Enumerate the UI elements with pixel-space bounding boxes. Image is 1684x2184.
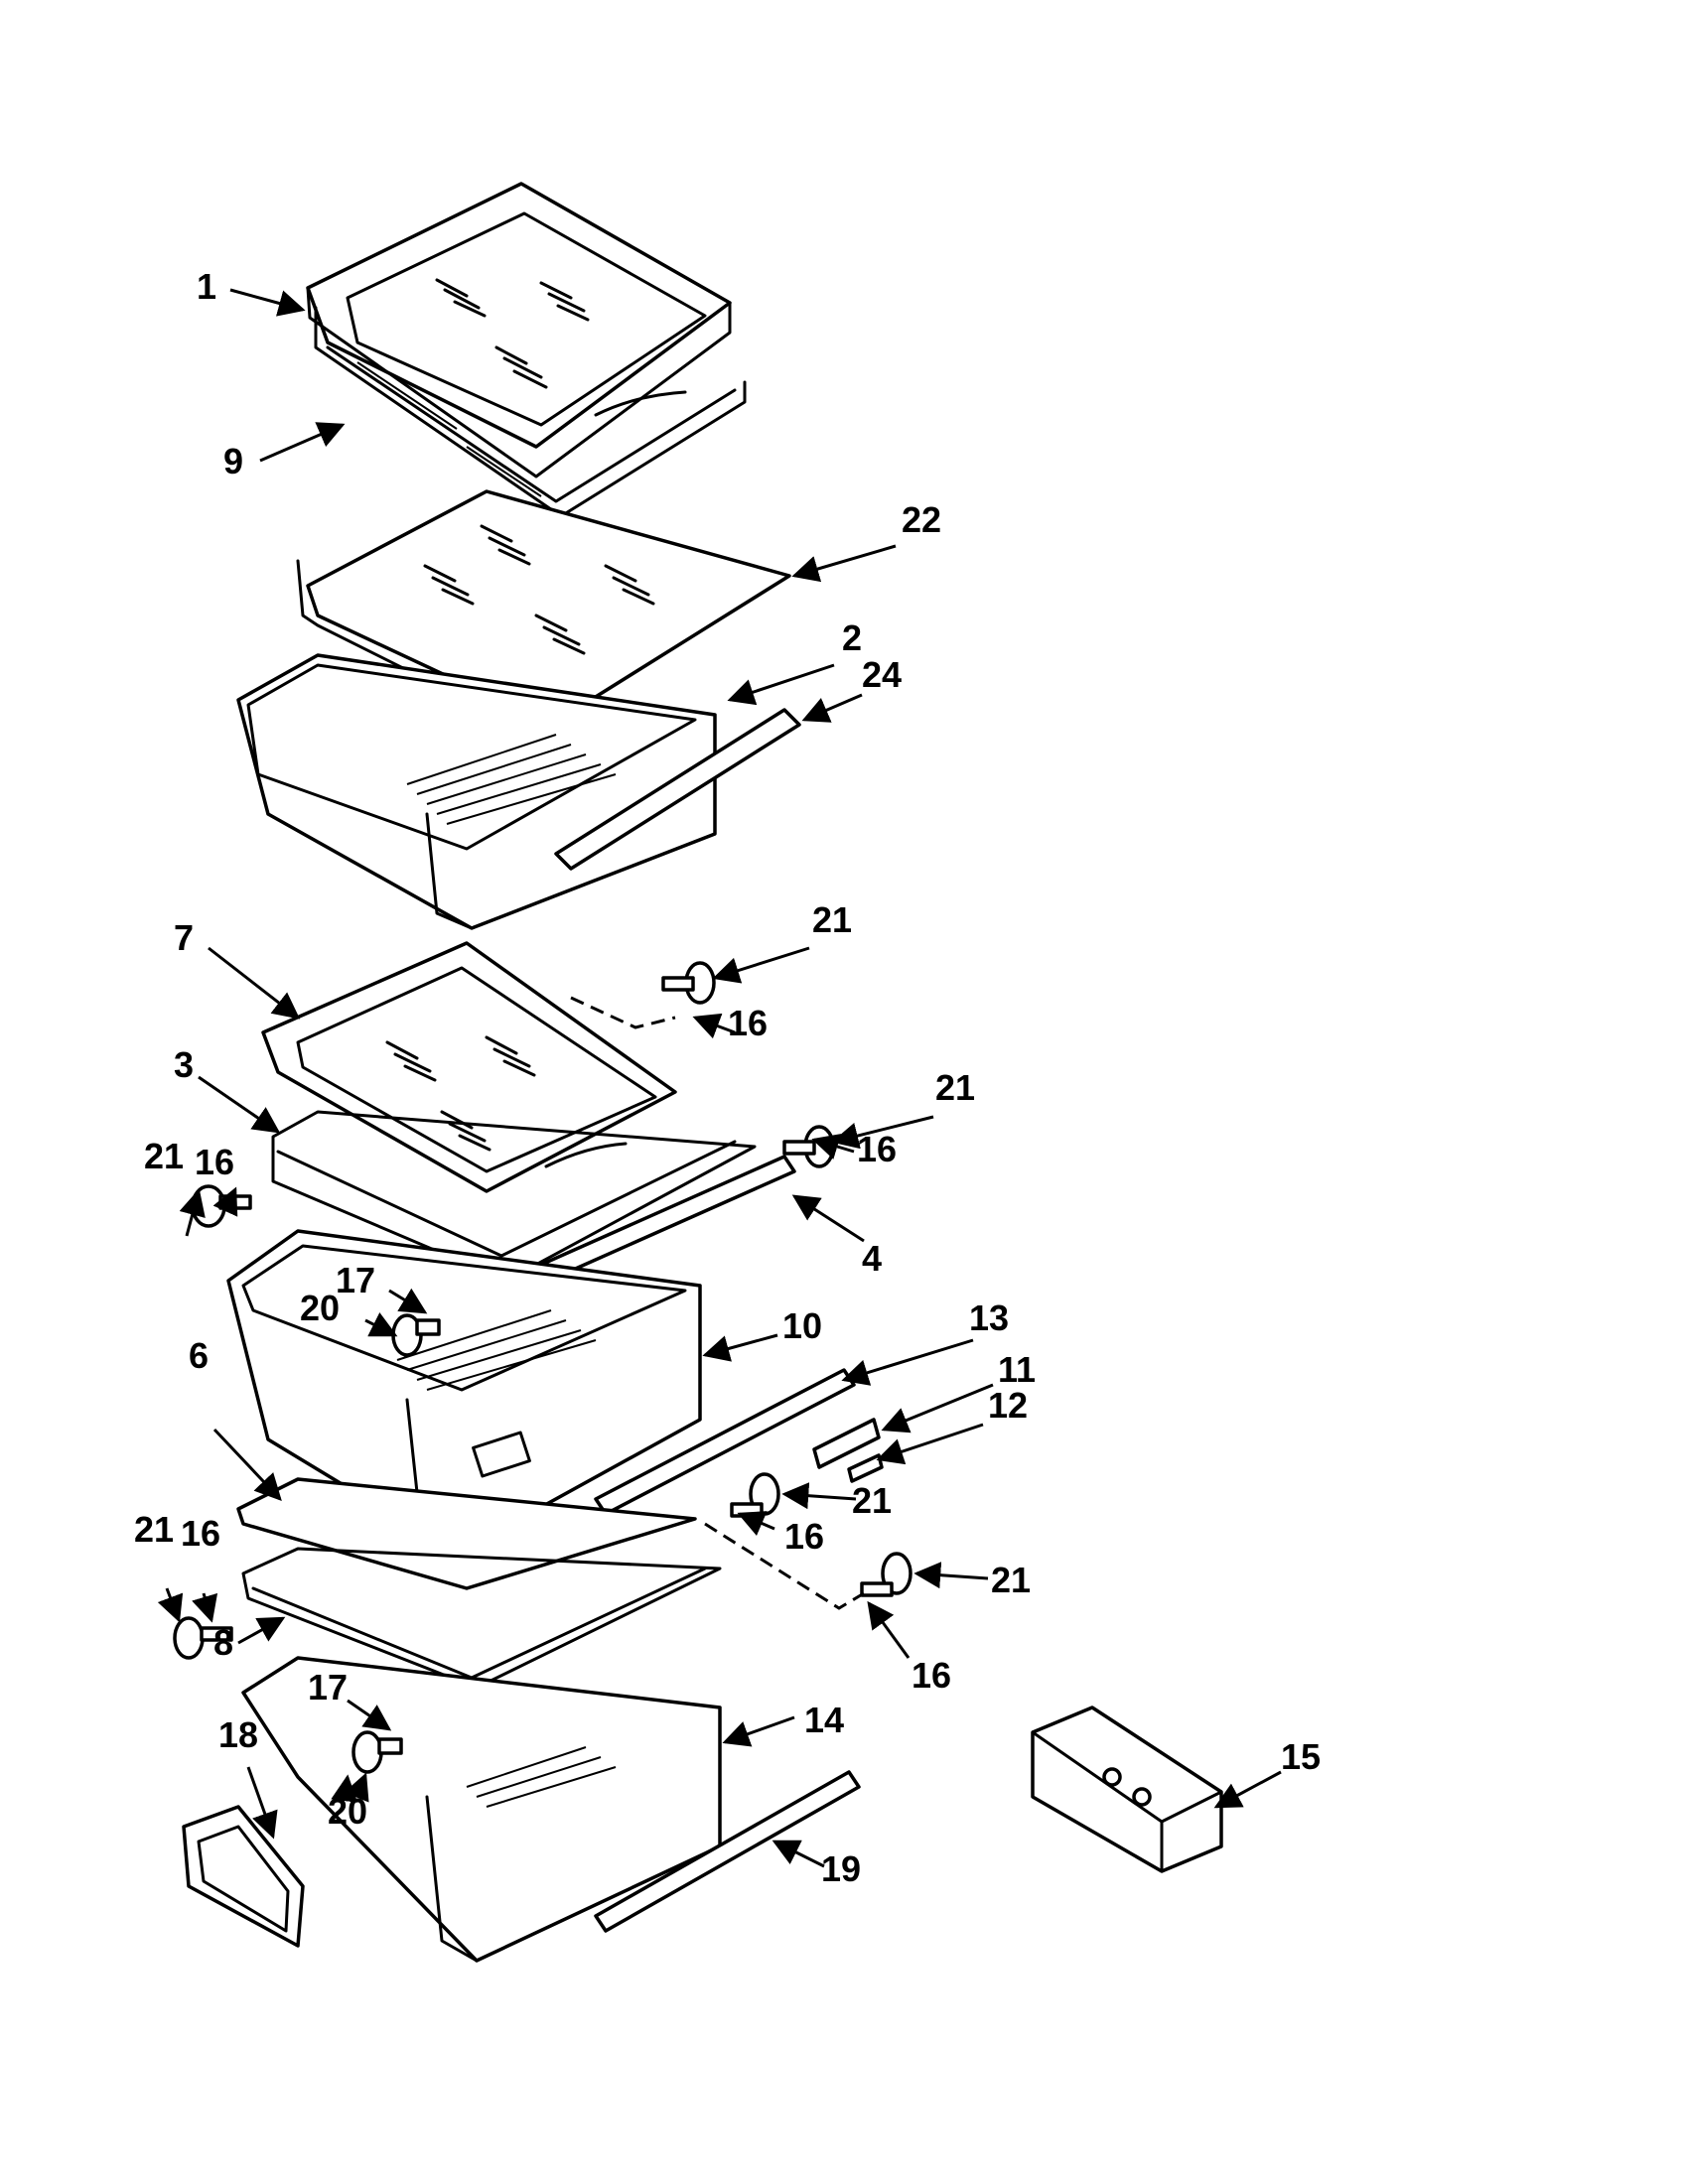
lower-trim-part — [594, 1770, 861, 1933]
callout-3: 3 — [174, 1044, 194, 1085]
callout-21-a: 21 — [812, 899, 852, 940]
callout-16-d: 16 — [784, 1516, 824, 1557]
callout-24: 24 — [862, 654, 902, 695]
middle-crisper-pan-part — [226, 1229, 702, 1556]
callout-10: 10 — [782, 1305, 822, 1346]
screw-roller-mid-right — [782, 1125, 835, 1168]
callout-17-b: 17 — [308, 1667, 348, 1707]
callout-4: 4 — [862, 1238, 882, 1279]
leader-lines — [157, 288, 1282, 1868]
callout-16-f: 16 — [912, 1655, 951, 1696]
crisper-grille — [466, 1746, 617, 1808]
callout-14: 14 — [804, 1700, 844, 1740]
callout-20-a: 20 — [300, 1288, 340, 1328]
screw-roller-lower-right-a — [730, 1472, 780, 1518]
callout-16-e: 16 — [181, 1513, 220, 1554]
screw-roller-left-b — [173, 1616, 233, 1660]
crisper-grille — [406, 734, 617, 825]
upper-trim-part — [554, 708, 801, 871]
callout-16-b: 16 — [857, 1129, 897, 1169]
callout-21-d: 21 — [852, 1480, 892, 1521]
callout-16-c: 16 — [195, 1142, 234, 1182]
callout-11: 11 — [998, 1349, 1036, 1390]
top-glass-shelf-part — [306, 182, 732, 478]
callout-19: 19 — [821, 1848, 861, 1889]
callout-1: 1 — [197, 266, 216, 307]
callout-labels: 1 9 22 2 24 7 21 16 3 21 21 16 16 4 17 2… — [134, 266, 1321, 1889]
callout-2: 2 — [842, 617, 862, 658]
roller-assembly-b — [351, 1730, 403, 1774]
middle-frame-part — [271, 1110, 757, 1283]
middle-glass-shelf-part — [261, 941, 677, 1193]
callout-18: 18 — [218, 1714, 258, 1755]
crisper-grille — [396, 1309, 597, 1391]
lower-glass-shelf-part — [236, 1477, 697, 1590]
callout-15: 15 — [1281, 1736, 1321, 1777]
roller-assembly-a — [391, 1313, 441, 1357]
callout-13: 13 — [969, 1297, 1009, 1338]
callout-16-a: 16 — [728, 1003, 768, 1043]
humidity-control-part — [812, 1418, 884, 1483]
callout-21-c: 21 — [144, 1136, 184, 1176]
callout-12: 12 — [988, 1385, 1028, 1426]
screw-roller-left-a — [191, 1184, 252, 1228]
callout-22: 22 — [902, 499, 941, 540]
callout-21-e: 21 — [134, 1509, 174, 1550]
upper-crisper-pan-part — [236, 653, 717, 930]
callout-9: 9 — [223, 441, 243, 481]
callout-8: 8 — [213, 1622, 233, 1663]
screw-roller-lower-right-b — [704, 1522, 912, 1610]
callout-21-b: 21 — [935, 1067, 975, 1108]
callout-17-a: 17 — [336, 1260, 375, 1300]
label-holder-part — [182, 1805, 305, 1948]
callout-20-b: 20 — [328, 1791, 367, 1832]
callout-21-f: 21 — [991, 1560, 1031, 1600]
callout-7: 7 — [174, 917, 194, 958]
bin-part — [1031, 1706, 1223, 1873]
callout-6: 6 — [189, 1335, 209, 1376]
screw-roller-upper-right — [570, 961, 716, 1029]
